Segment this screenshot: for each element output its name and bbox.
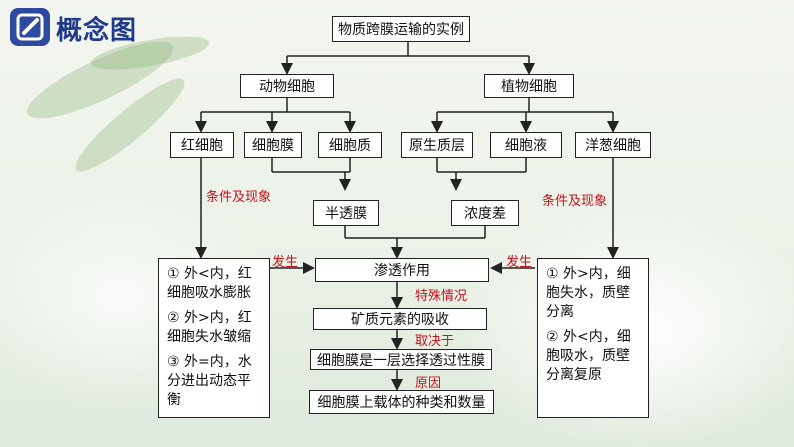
label-depends-on: 取决于 <box>415 334 455 349</box>
label-special-case: 特殊情况 <box>415 289 468 304</box>
node-onion-cell: 洋葱细胞 <box>575 132 651 158</box>
node-selective-membrane: 细胞膜是一层选择透过性膜 <box>310 349 492 370</box>
label-right-occurs: 发生 <box>506 255 533 270</box>
left-panel: ① 外<内，红细胞吸水膨胀 ② 外>内，红细胞失水皱缩 ③ 外=内，水分进出动态… <box>158 258 270 418</box>
node-cell-membrane: 细胞膜 <box>244 132 302 158</box>
node-semipermeable-membrane: 半透膜 <box>313 200 379 226</box>
node-plant-cell: 植物细胞 <box>484 74 574 98</box>
right-panel-item: ② 外<内，细胞吸水，质壁分离复原 <box>546 329 631 383</box>
label-left-conditions: 条件及现象 <box>206 190 272 205</box>
right-panel: ① 外>内，细胞失水，质壁分离 ② 外<内，细胞吸水，质壁分离复原 <box>537 258 649 418</box>
node-cytoplasm: 细胞质 <box>318 132 382 158</box>
node-mineral-absorption: 矿质元素的吸收 <box>313 308 487 330</box>
node-carrier-types: 细胞膜上载体的种类和数量 <box>309 390 494 414</box>
right-panel-item: ① 外>内，细胞失水，质壁分离 <box>546 266 631 320</box>
page-title: 概念图 <box>56 16 138 46</box>
left-panel-item: ① 外<内，红细胞吸水膨胀 <box>167 266 252 301</box>
left-panel-item: ③ 外=内，水分进出动态平衡 <box>167 354 252 408</box>
node-concentration-difference: 浓度差 <box>451 200 519 226</box>
label-reason: 原因 <box>415 376 442 391</box>
node-red-blood-cell: 红细胞 <box>170 132 234 158</box>
label-left-occurs: 发生 <box>272 255 299 270</box>
label-right-conditions: 条件及现象 <box>542 194 608 209</box>
pencil-check-icon <box>10 8 50 46</box>
left-panel-item: ② 外>内，红细胞失水皱缩 <box>167 310 252 345</box>
node-animal-cell: 动物细胞 <box>240 74 334 98</box>
node-protoplasm-layer: 原生质层 <box>401 132 473 158</box>
node-root: 物质跨膜运输的实例 <box>332 16 470 42</box>
node-osmosis: 渗透作用 <box>315 258 489 282</box>
node-cell-sap: 细胞液 <box>490 132 562 158</box>
